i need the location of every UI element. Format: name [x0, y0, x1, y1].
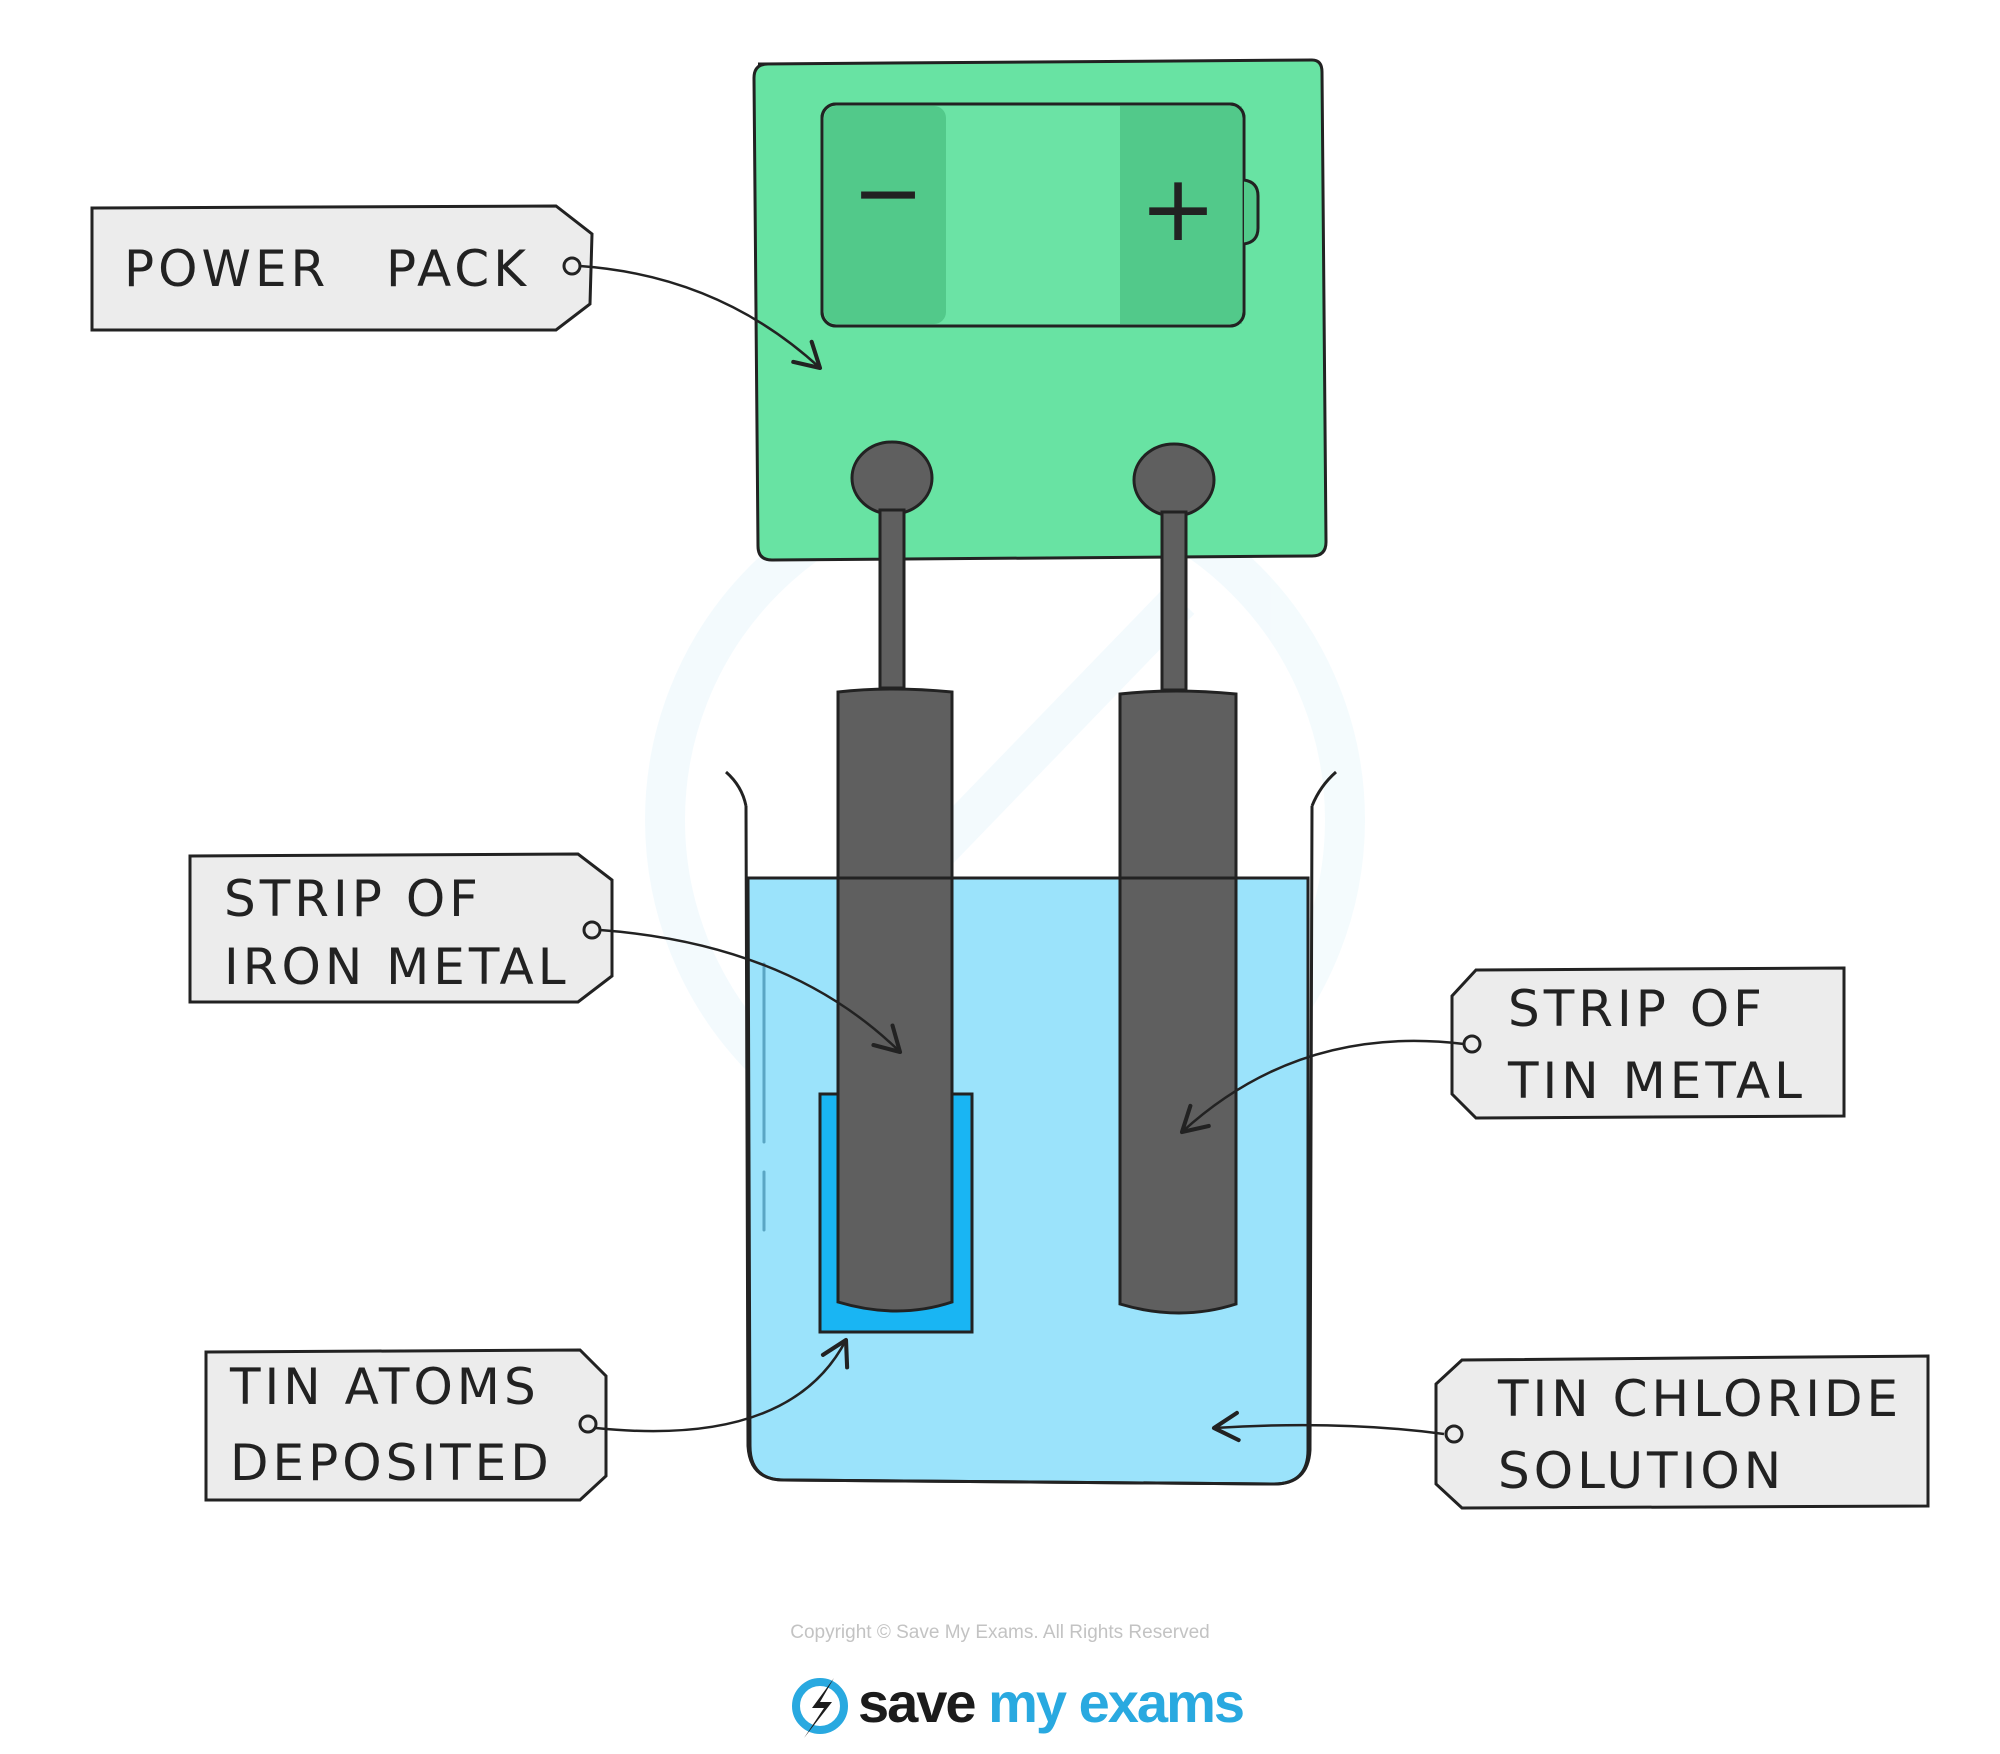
positive-terminal — [1132, 442, 1216, 518]
copyright-notice: Copyright © Save My Exams. All Rights Re… — [790, 1622, 1210, 1643]
label-iron-strip: STRIP OF IRON METAL — [188, 852, 614, 1004]
arrow-iron-strip — [599, 928, 903, 1055]
svg-text:POWER PACK: POWER PACK — [124, 240, 530, 298]
lightning-bolt-icon — [792, 1678, 848, 1738]
label-power-pack-word2: PACK — [386, 240, 530, 298]
wire-positive — [1160, 510, 1188, 692]
label-tin-atoms: TIN ATOMS DEPOSITED — [204, 1348, 608, 1502]
beaker-rim — [725, 770, 1337, 807]
arrow-tin-strip — [1179, 1039, 1465, 1135]
iron-strip — [836, 687, 954, 1313]
negative-terminal-symbol: − — [852, 143, 924, 243]
positive-terminal-symbol: + — [1139, 155, 1216, 262]
label-tin-chloride-line1: TIN CHLORIDE — [1497, 1370, 1902, 1428]
label-power-pack: POWER PACK — [90, 204, 594, 332]
label-tin-strip-line1: STRIP OF — [1508, 980, 1766, 1038]
beaker — [744, 805, 1314, 1486]
label-tin-atoms-line2: DEPOSITED — [230, 1434, 553, 1492]
label-iron-strip-line1: STRIP OF — [224, 870, 482, 928]
label-tin-atoms-line1: TIN ATOMS — [229, 1358, 540, 1416]
logo-save-text: save — [858, 1671, 977, 1734]
label-tin-chloride: TIN CHLORIDE SOLUTION — [1434, 1354, 1930, 1510]
label-tin-strip: STRIP OF TIN METAL — [1450, 966, 1846, 1120]
label-iron-strip-line2: IRON METAL — [224, 938, 570, 996]
wire-negative — [878, 508, 906, 690]
battery-icon: − + — [820, 102, 1260, 328]
power-pack: − + — [752, 58, 1328, 562]
save-my-exams-logo: save my exams — [790, 1668, 1245, 1748]
negative-terminal — [850, 440, 934, 516]
arrow-power-pack — [579, 264, 823, 371]
label-power-pack-word1: POWER — [124, 240, 329, 298]
tin-strip — [1118, 689, 1238, 1315]
label-tin-strip-line2: TIN METAL — [1507, 1052, 1806, 1110]
arrow-tin-atoms — [595, 1337, 850, 1433]
arrow-tin-chloride — [1211, 1410, 1445, 1443]
logo-my-exams-text: my exams — [974, 1671, 1245, 1734]
label-tin-chloride-line2: SOLUTION — [1498, 1442, 1785, 1500]
